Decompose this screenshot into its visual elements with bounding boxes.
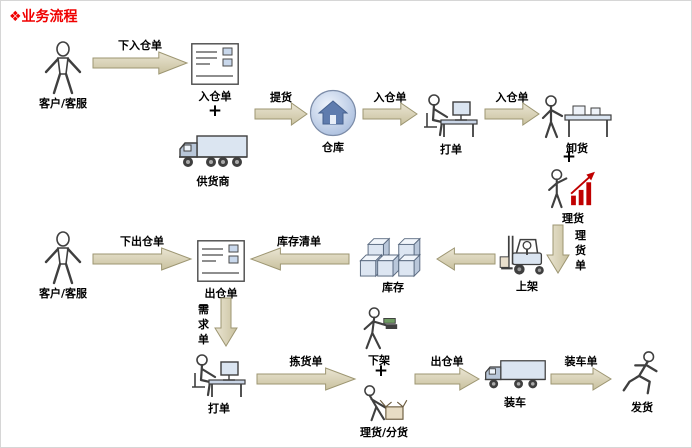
plus-sign: +: [207, 101, 223, 121]
print-order-desk-icon: [424, 94, 478, 137]
unshelve-label: 下架: [368, 354, 390, 367]
forklift-icon: [499, 235, 544, 275]
customer-person-icon: [44, 231, 82, 285]
loading-truck-icon: [484, 360, 546, 389]
inbound-form-icon: [191, 43, 239, 85]
arrow-inventory-list-label: 库存清单: [277, 235, 321, 248]
print-order-label: 打单: [208, 402, 230, 415]
page-title: ❖业务流程: [9, 9, 78, 25]
arrow-demand-order: [215, 298, 237, 346]
tally-label: 理货: [562, 212, 584, 225]
arrow-load-order: [551, 368, 611, 390]
load-label: 装车: [504, 396, 526, 409]
unload-label: 卸货: [566, 142, 588, 155]
arrow-inbound-1-label: 入仓单: [373, 91, 407, 104]
unload-person-icon: [541, 95, 612, 139]
print-order-desk-icon: [192, 354, 246, 397]
ship-label: 发货: [631, 401, 653, 414]
arrow-place-outbound: [93, 248, 191, 270]
arrow-place-outbound-label: 下出仓单: [120, 235, 164, 248]
customer-label: 客户/客服: [38, 287, 88, 300]
arrow-inventory-list: [251, 248, 349, 270]
inventory-boxes-icon: [359, 237, 421, 278]
supplier-truck-icon: [179, 135, 248, 167]
plus-sign: +: [561, 147, 577, 167]
outbound-form-icon: [197, 240, 245, 282]
outbound-form-label: 出仓单: [204, 287, 238, 300]
inbound-form-label: 入仓单: [198, 90, 232, 103]
ship-runner-icon: [622, 351, 658, 395]
arrow-pickup-label: 提货: [270, 91, 292, 104]
print-order-label: 打单: [440, 143, 462, 156]
warehouse-label: 仓库: [322, 141, 344, 154]
tally-chart-icon: [548, 169, 595, 209]
arrow-pickup: [255, 103, 307, 125]
shelve-label: 上架: [516, 280, 538, 293]
arrow-pick-list-label: 拣货单: [289, 355, 323, 368]
arrow-place-inbound: [93, 52, 187, 74]
arrow-outbound-label: 出仓单: [430, 355, 464, 368]
sort-label: 理货/分货: [359, 426, 409, 439]
arrow-outbound: [415, 368, 479, 390]
arrow-shelve-to-inventory: [437, 248, 495, 270]
arrow-pick-list: [257, 368, 355, 390]
plus-sign: +: [373, 361, 389, 381]
arrow-inbound-2: [485, 103, 539, 125]
arrow-tally-order: [547, 225, 569, 273]
arrow-tally-order-label: 理货单: [575, 229, 586, 272]
customer-label: 客户/客服: [38, 97, 88, 110]
unshelve-person-icon: [363, 307, 398, 350]
arrow-load-order-label: 装车单: [564, 355, 598, 368]
inventory-label: 库存: [382, 281, 404, 294]
arrow-place-inbound-label: 下入仓单: [118, 39, 162, 52]
supplier-label: 供货商: [196, 175, 230, 188]
warehouse-icon: [309, 89, 357, 137]
arrow-inbound-2-label: 入仓单: [495, 91, 529, 104]
arrow-inbound-1: [363, 103, 417, 125]
customer-person-icon: [44, 41, 82, 95]
sort-person-icon: [364, 385, 408, 422]
arrow-demand-order-label: 需求单: [198, 303, 209, 346]
